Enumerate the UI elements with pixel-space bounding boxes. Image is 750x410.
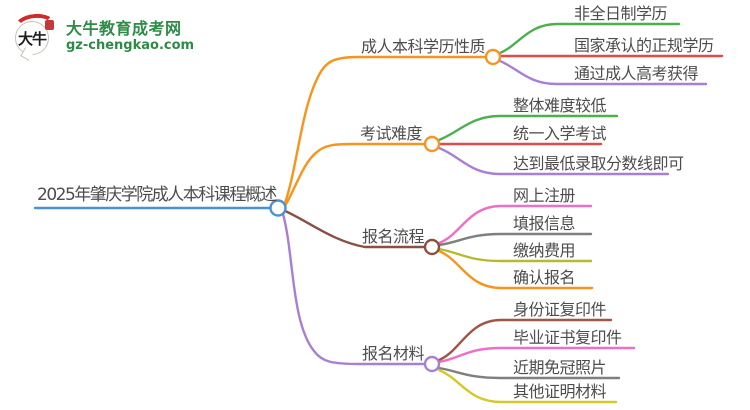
edge-branch1-leaf0 (437, 114, 619, 142)
site-logo[interactable]: 大牛 大牛教育成考网 gz-chengkao.com (12, 11, 195, 61)
logo-bubble-chars: 大牛 (17, 29, 47, 48)
edge-branch1-leaf2 (437, 146, 670, 176)
leaf-label-1-2: 达到最低录取分数线即可 (513, 154, 684, 173)
logo-text-block: 大牛教育成考网 gz-chengkao.com (66, 19, 195, 53)
branch2-node-circle (423, 238, 441, 256)
edge-branch3-leaf2 (437, 366, 621, 380)
leaf-label-0-0: 非全日制学历 (574, 4, 668, 23)
edge-branch0-leaf2 (498, 59, 708, 86)
branch1-node-circle (423, 135, 441, 153)
edge-root-branch-0 (283, 55, 488, 205)
logo-site-domain: gz-chengkao.com (66, 37, 195, 53)
leaf-label-3-0: 身份证复印件 (513, 300, 607, 319)
branch-label-3: 报名材料 (362, 344, 425, 363)
edge-branch2-leaf3 (437, 249, 594, 290)
logo-site-name: 大牛教育成考网 (66, 19, 182, 39)
edge-root-branch-3 (281, 212, 427, 366)
edge-branch0-leaf0 (498, 22, 681, 55)
leaf-label-0-1: 国家承认的正规学历 (574, 36, 714, 55)
edge-branch3-leaf1 (437, 346, 636, 364)
leaf-label-1-1: 统一入学考试 (513, 124, 607, 143)
logo-red-seal-icon (45, 20, 54, 30)
branch-label-2: 报名流程 (362, 227, 425, 246)
leaf-label-2-1: 填报信息 (513, 214, 576, 233)
edge-branch2-leaf1 (437, 232, 593, 247)
leaf-label-1-0: 整体难度较低 (513, 96, 607, 115)
leaf-label-3-1: 毕业证书复印件 (513, 328, 622, 347)
branch0-node-circle (484, 48, 502, 66)
leaf-label-3-3: 其他证明材料 (513, 382, 607, 401)
edge-branch3-leaf3 (437, 368, 618, 404)
daniu-bull-icon: 大牛 (12, 11, 59, 61)
leaf-label-2-0: 网上注册 (513, 186, 576, 205)
branch-label-1: 考试难度 (360, 124, 423, 143)
leaf-label-2-3: 确认报名 (513, 268, 576, 287)
edge-branch2-leaf2 (437, 247, 593, 263)
edge-branch3-leaf0 (437, 318, 613, 362)
edge-branch2-leaf0 (437, 204, 593, 245)
leaf-label-0-2: 通过成人高考获得 (574, 64, 699, 83)
branch3-node-circle (423, 355, 441, 373)
leaf-label-3-2: 近期免冠照片 (513, 358, 607, 377)
edge-root-branch-1 (283, 142, 427, 208)
leaf-label-2-2: 缴纳费用 (513, 241, 576, 260)
branch-label-0: 成人本科学历性质 (361, 37, 486, 56)
root-topic-label: 2025年肇庆学院成人本科课程概述 (37, 185, 277, 205)
root-node-circle (269, 199, 287, 217)
edge-root-branch-2 (283, 209, 427, 249)
logo-speech-bubble: 大牛 (15, 21, 49, 55)
